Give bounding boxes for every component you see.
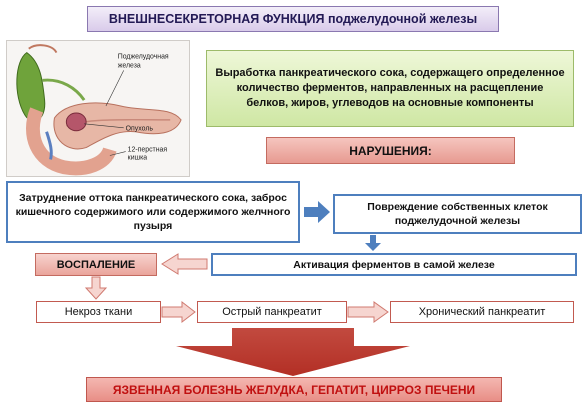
pancreas-drawing: Поджелудочная железа Опухоль 12-перстная… (16, 44, 182, 176)
function-description: Выработка панкреатического сока, содержа… (206, 50, 574, 127)
arrow-activation-to-inflammation (161, 253, 208, 275)
enzyme-activation: Активация ферментов в самой железе (211, 253, 577, 276)
label-pancreas-line1: Поджелудочная (118, 54, 169, 61)
final-outcome: ЯЗВЕННАЯ БОЛЕЗНЬ ЖЕЛУДКА, ГЕПАТИТ, ЦИРРО… (86, 377, 502, 402)
arrow-damage-to-activation (365, 235, 381, 251)
arrow-necrosis-to-acute (161, 300, 196, 324)
page-title: ВНЕШНЕСЕКРЕТОРНАЯ ФУНКЦИЯ поджелудочной … (87, 6, 499, 32)
label-pancreas-line2: железа (118, 62, 141, 69)
chronic-pancreatitis-box: Хронический панкреатит (390, 301, 574, 323)
label-duodenum-line1: 12-перстная (128, 147, 168, 154)
pancreas-illustration: Поджелудочная железа Опухоль 12-перстная… (6, 40, 190, 177)
title-main: ВНЕШНЕСЕКРЕТОРНАЯ ФУНКЦИЯ (108, 12, 325, 26)
arrow-inflammation-to-necrosis (84, 276, 108, 300)
disorders-header: НАРУШЕНИЯ: (266, 137, 515, 164)
title-sub: поджелудочной железы (327, 12, 478, 26)
necrosis-box: Некроз ткани (36, 301, 161, 323)
label-tumor: Опухоль (126, 126, 154, 133)
inflammation-box: ВОСПАЛЕНИЕ (35, 253, 157, 276)
label-duodenum-line2: кишка (128, 154, 148, 161)
cause-cell-damage: Повреждение собственных клеток поджелудо… (333, 194, 582, 234)
arrow-cause-to-damage (304, 201, 330, 223)
acute-pancreatitis-box: Острый панкреатит (197, 301, 347, 323)
cause-outflow-obstruction: Затруднение оттока панкреатического сока… (6, 181, 300, 243)
arrow-acute-to-chronic (347, 301, 389, 323)
big-down-arrow (176, 328, 410, 376)
